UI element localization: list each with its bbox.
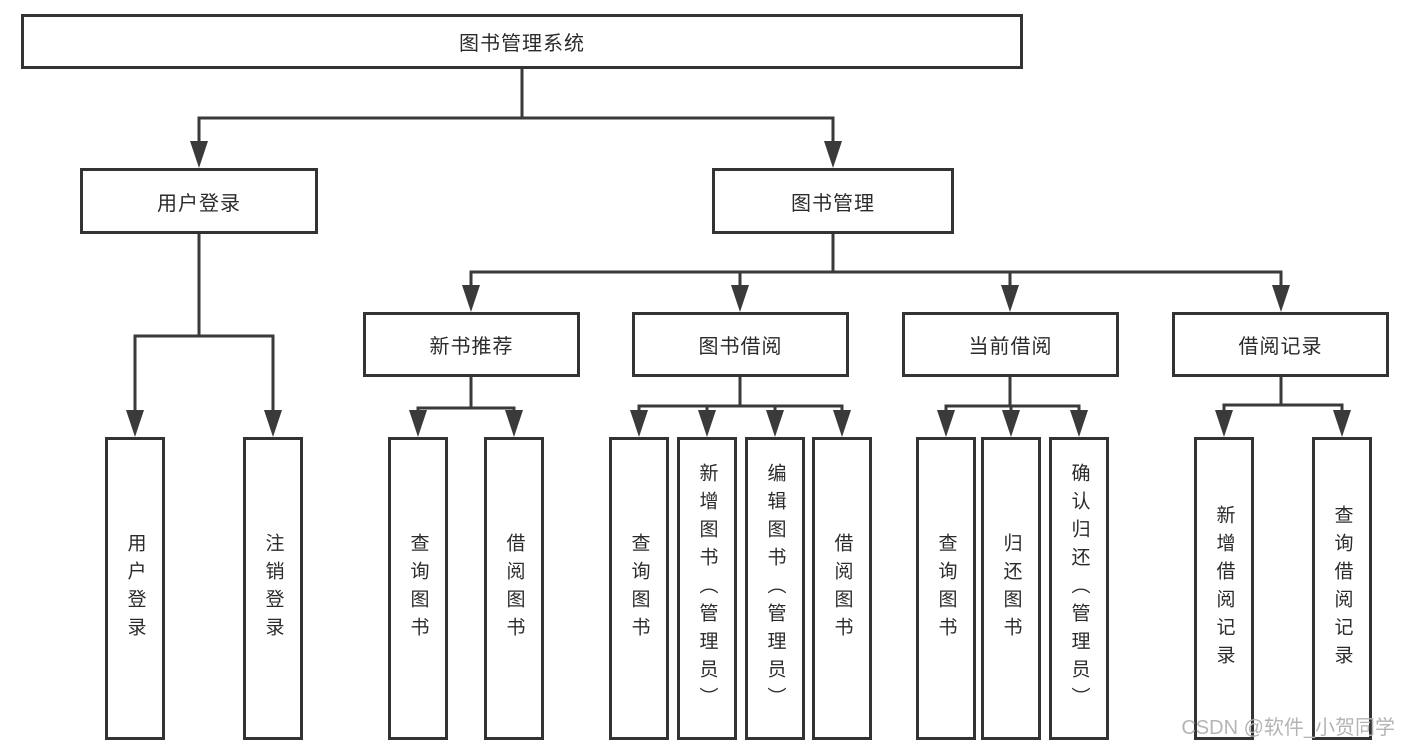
- connector-borrowing-records-children: [1215, 375, 1351, 437]
- connector-new-book-children: [409, 375, 523, 437]
- connector-book-management-to-level3: [462, 232, 1290, 312]
- leaf-query-borrow-record: 查询借阅记录: [1312, 437, 1372, 740]
- leaf-confirm-return-admin: 确认归还（管理员）: [1049, 437, 1109, 740]
- leaf-query-books: 查询图书: [388, 437, 448, 740]
- node-user-login: 用户登录: [80, 168, 318, 234]
- leaf-add-borrow-record: 新增借阅记录: [1194, 437, 1254, 740]
- watermark: CSDN @软件_小贺同学: [1181, 717, 1395, 739]
- leaf-logout: 注销登录: [243, 437, 303, 740]
- connector-root-to-level2: [190, 67, 842, 168]
- leaf-edit-books-admin: 编辑图书（管理员）: [745, 437, 805, 740]
- node-library-system: 图书管理系统: [21, 14, 1023, 69]
- connector-book-borrowing-children: [630, 375, 851, 437]
- node-borrowing-records: 借阅记录: [1172, 312, 1389, 377]
- leaf-add-books-admin: 新增图书（管理员）: [677, 437, 737, 740]
- leaf-user-login: 用户登录: [105, 437, 165, 740]
- leaf-query-books: 查询图书: [916, 437, 976, 740]
- connector-current-borrowing-children: [937, 375, 1088, 437]
- leaf-return-books: 归还图书: [981, 437, 1041, 740]
- node-book-borrowing: 图书借阅: [632, 312, 849, 377]
- leaf-borrow-books: 借阅图书: [812, 437, 872, 740]
- leaf-borrow-books: 借阅图书: [484, 437, 544, 740]
- node-current-borrowing: 当前借阅: [902, 312, 1119, 377]
- leaf-query-books: 查询图书: [609, 437, 669, 740]
- node-book-management: 图书管理: [712, 168, 954, 234]
- connector-user-login-children: [126, 232, 282, 437]
- node-new-book-recommend: 新书推荐: [363, 312, 580, 377]
